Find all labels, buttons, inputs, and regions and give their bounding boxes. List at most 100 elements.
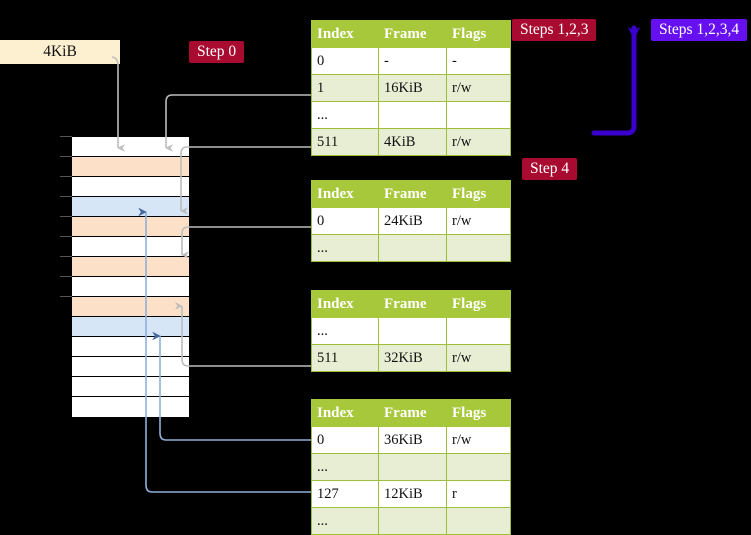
memory-frame-row xyxy=(60,156,189,177)
cell-index: 1 xyxy=(311,74,379,102)
memory-frame-row xyxy=(60,136,189,157)
memory-frame-row xyxy=(72,377,189,397)
cell-flags xyxy=(446,507,511,535)
memory-size-label: 4KiB xyxy=(0,40,120,64)
column-header-flags: Flags xyxy=(446,399,511,427)
cell-index: 0 xyxy=(311,426,379,454)
cell-flags: r/w xyxy=(446,128,511,156)
connector-pml4-4kib xyxy=(180,146,311,215)
memory-tick-mark xyxy=(60,136,72,137)
memory-frame-row xyxy=(72,397,189,417)
connector-pd-32kib xyxy=(175,302,311,367)
cell-flags xyxy=(446,453,511,481)
cell-frame xyxy=(378,507,447,535)
cell-frame xyxy=(378,101,447,129)
cell-index: 511 xyxy=(311,128,379,156)
cell-index: ... xyxy=(311,101,379,129)
cell-flags: r/w xyxy=(446,344,511,372)
cell-index: 511 xyxy=(311,344,379,372)
table-row: ... xyxy=(311,234,511,262)
column-header-index: Index xyxy=(311,180,379,208)
connector-pdp-24kib xyxy=(181,226,311,259)
cell-flags xyxy=(446,317,511,345)
table-row: ... xyxy=(311,453,511,481)
column-header-flags: Flags xyxy=(446,20,511,48)
column-header-frame: Frame xyxy=(378,290,447,318)
step-0-badge: Step 0 xyxy=(189,41,245,63)
memory-frame-row xyxy=(60,196,189,217)
memory-tick-mark xyxy=(60,276,72,277)
memory-tick-mark xyxy=(60,216,72,217)
steps-123-badge: Steps 1,2,3 xyxy=(512,19,597,41)
column-header-flags: Flags xyxy=(446,180,511,208)
memory-frame-row xyxy=(60,276,189,297)
column-header-index: Index xyxy=(311,20,379,48)
column-header-frame: Frame xyxy=(378,399,447,427)
cell-flags: r/w xyxy=(446,426,511,454)
memory-frame-row xyxy=(60,296,189,317)
cell-frame xyxy=(378,234,447,262)
cell-frame: 32KiB xyxy=(378,344,447,372)
cell-frame xyxy=(378,317,447,345)
cell-flags: - xyxy=(446,47,511,75)
memory-frame-row xyxy=(60,216,189,237)
column-header-index: Index xyxy=(311,399,379,427)
cell-flags: r xyxy=(446,480,511,508)
memory-tick-mark xyxy=(60,256,72,257)
cell-index: 0 xyxy=(311,47,379,75)
cell-frame: 12KiB xyxy=(378,480,447,508)
physical-memory-column xyxy=(60,136,190,417)
memory-tick-mark xyxy=(60,296,72,297)
table-row: ... xyxy=(311,101,511,129)
cell-frame: 4KiB xyxy=(378,128,447,156)
cell-index: ... xyxy=(311,234,379,262)
cell-index: 127 xyxy=(311,480,379,508)
table-row: ... xyxy=(311,317,511,345)
column-header-frame: Frame xyxy=(378,180,447,208)
memory-tick-mark xyxy=(60,196,72,197)
cell-flags: r/w xyxy=(446,74,511,102)
cell-frame: - xyxy=(378,47,447,75)
cell-frame: 16KiB xyxy=(378,74,447,102)
memory-frame-row xyxy=(72,337,189,357)
connector-4kib-to-frame xyxy=(111,56,125,152)
column-header-frame: Frame xyxy=(378,20,447,48)
cell-flags xyxy=(446,234,511,262)
cell-flags: r/w xyxy=(446,207,511,235)
memory-frame-row xyxy=(60,176,189,197)
step-4-badge: Step 4 xyxy=(522,158,578,180)
steps-1234-badge: Steps 1,2,3,4 xyxy=(651,19,748,41)
table-row: ... xyxy=(311,507,511,535)
memory-tick-mark xyxy=(60,176,72,177)
cell-index: ... xyxy=(311,453,379,481)
memory-frame-row xyxy=(60,256,189,277)
cell-index: ... xyxy=(311,317,379,345)
memory-frame-row xyxy=(72,317,189,337)
memory-frame-row xyxy=(72,357,189,377)
cell-frame: 24KiB xyxy=(378,207,447,235)
cell-index: 0 xyxy=(311,207,379,235)
memory-tick-mark xyxy=(60,236,72,237)
column-header-index: Index xyxy=(311,290,379,318)
cell-index: ... xyxy=(311,507,379,535)
steps-bracket-arrow xyxy=(591,25,641,136)
memory-tick-mark xyxy=(60,156,72,157)
memory-frame-row xyxy=(60,236,189,257)
column-header-flags: Flags xyxy=(446,290,511,318)
cell-flags xyxy=(446,101,511,129)
table-row: 0-- xyxy=(311,47,511,75)
